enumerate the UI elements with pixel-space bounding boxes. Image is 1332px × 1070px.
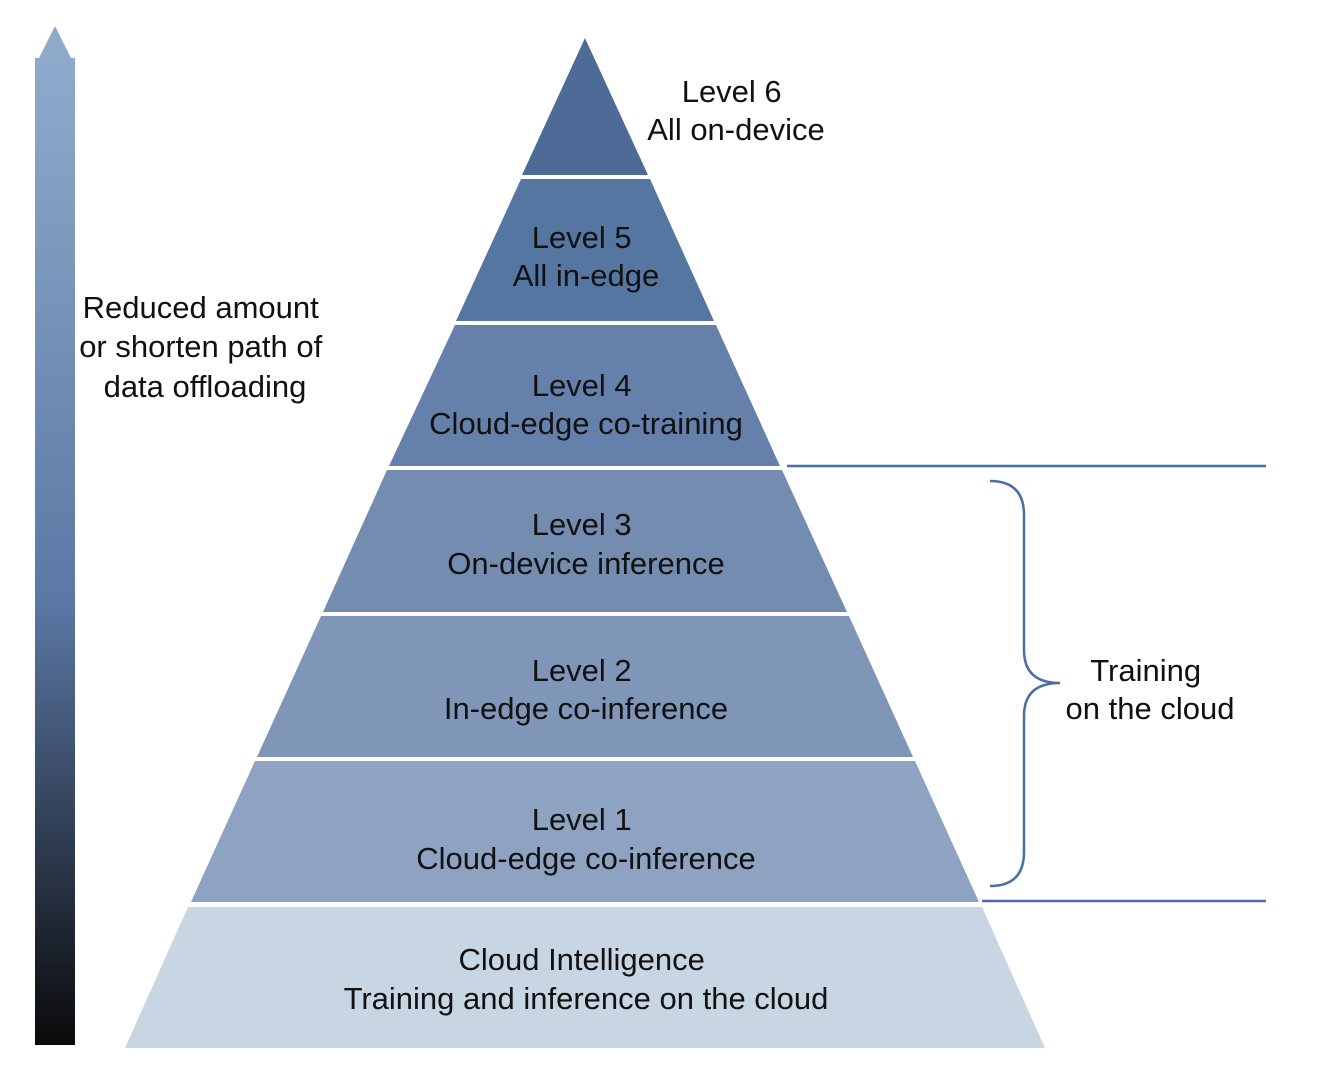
level-4-label: Level 4 Cloud-edge co-training — [429, 368, 743, 441]
level-4-segment — [389, 325, 780, 466]
level-5-subtitle: All in-edge — [513, 258, 659, 293]
arrow-label: Reduced amount or shorten path of data o… — [79, 290, 331, 404]
level-4-title: Level 4 — [532, 368, 632, 403]
level-3-title: Level 3 — [532, 507, 632, 542]
level-1-subtitle: Cloud-edge co-inference — [416, 841, 756, 876]
training-on-cloud-label: Training on the cloud — [1066, 653, 1235, 726]
level-2-title: Level 2 — [532, 653, 632, 688]
level-2-segment — [257, 616, 913, 757]
cloud-intelligence-subtitle: Training and inference on the cloud — [344, 981, 829, 1016]
level-4-subtitle: Cloud-edge co-training — [429, 406, 743, 441]
level-5-segment — [456, 179, 714, 321]
level-5-title: Level 5 — [532, 220, 632, 255]
level-6-label: Level 6 All on-device — [647, 74, 824, 147]
level-2-subtitle: In-edge co-inference — [444, 691, 728, 726]
level-6-segment — [522, 38, 648, 175]
level-3-subtitle: On-device inference — [447, 546, 724, 581]
cloud-intelligence-label: Cloud Intelligence Training and inferenc… — [344, 942, 829, 1016]
level-2-label: Level 2 In-edge co-inference — [444, 653, 728, 726]
data-offloading-arrow — [35, 26, 75, 1045]
cloud-intelligence-segment — [125, 907, 1045, 1048]
level-6-subtitle: All on-device — [647, 112, 824, 147]
training-on-cloud-bracket-group — [787, 464, 1266, 903]
level-1-segment — [191, 761, 979, 902]
arrow-up-icon — [38, 26, 72, 60]
level-1-label: Level 1 Cloud-edge co-inference — [416, 802, 756, 876]
training-on-cloud-line-2: on the cloud — [1066, 691, 1235, 726]
arrow-shaft — [35, 58, 75, 1045]
cloud-intelligence-title: Cloud Intelligence — [458, 942, 704, 977]
arrow-label-line-1: Reduced amount — [83, 290, 319, 325]
level-6-title: Level 6 — [682, 74, 782, 109]
level-5-label: Level 5 All in-edge — [513, 220, 659, 293]
arrow-label-line-3: data offloading — [104, 369, 307, 404]
level-1-title: Level 1 — [532, 802, 632, 837]
level-3-segment — [323, 470, 847, 612]
training-on-cloud-line-1: Training — [1090, 653, 1201, 688]
curly-brace-icon — [989, 479, 1061, 888]
level-3-label: Level 3 On-device inference — [447, 507, 724, 581]
pyramid — [125, 38, 1045, 1048]
arrow-label-line-2: or shorten path of — [79, 329, 322, 364]
